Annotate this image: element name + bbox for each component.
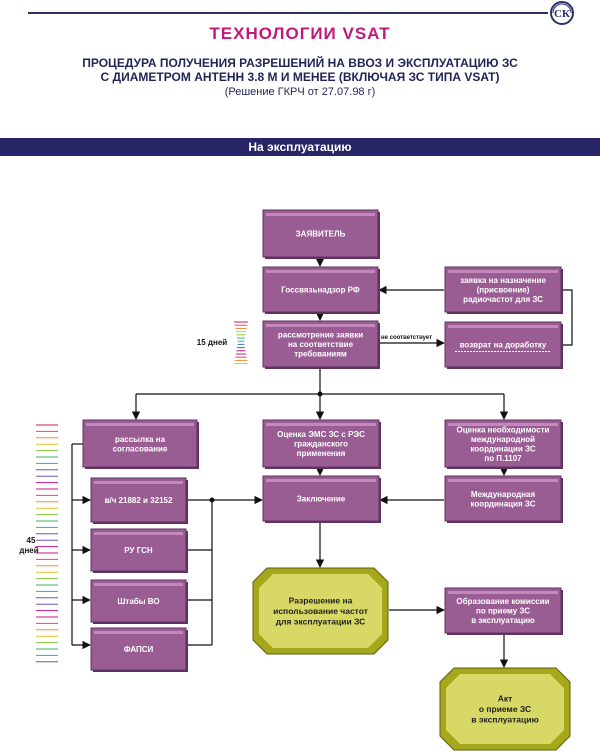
- box-bevel: [448, 325, 558, 328]
- box-label: координация ЗС: [471, 499, 536, 508]
- node-gossvyaznadzor: Госсвязьнадзор РФ: [262, 266, 380, 314]
- sk-logo-icon: СК: [550, 1, 574, 25]
- connectors: [71, 258, 573, 668]
- box-label: рассылка на: [115, 435, 166, 444]
- box-label: Оценка необходимости: [457, 425, 550, 434]
- box-label: международной: [471, 435, 535, 444]
- box-bevel: [266, 324, 375, 327]
- box-label: для эксплуатации ЗС: [276, 617, 366, 627]
- node-ru-gsn: РУ ГСН: [90, 528, 188, 573]
- node-return-for-revision: возврат на доработку: [444, 321, 563, 369]
- terminal-face: [259, 574, 382, 648]
- box-label: ФАПСИ: [124, 645, 154, 654]
- node-frequency-request: заявка на назначение(присвоение)радиочас…: [444, 266, 563, 314]
- terminal-face: [446, 674, 564, 744]
- box-bevel: [94, 583, 183, 586]
- logo-text: СК: [554, 8, 570, 20]
- box-shape: [262, 419, 380, 468]
- node-intl-need: Оценка необходимостимеждународнойкоордин…: [444, 419, 563, 469]
- box-bevel: [448, 423, 558, 426]
- box-label: рассмотрение заявки: [278, 331, 363, 340]
- box-bevel: [448, 270, 558, 273]
- box-label: Образование комиссии: [456, 597, 549, 606]
- box-bevel: [266, 270, 375, 273]
- days45-number: 45: [27, 536, 36, 545]
- box-shape: [262, 320, 379, 368]
- box-label: Штабы ВО: [117, 597, 159, 606]
- box-shape: [444, 587, 562, 634]
- box-label: Разрешение на: [289, 596, 353, 606]
- days45-scale: [36, 424, 58, 663]
- subtitle-line-2: С ДИАМЕТРОМ АНТЕНН 3.8 М И МЕНЕЕ (ВКЛЮЧА…: [100, 70, 500, 84]
- box-shape: [444, 321, 562, 368]
- box-label: на соответствие: [288, 340, 354, 349]
- node-shtaby-vo: Штабы ВО: [90, 579, 188, 624]
- box-shape: [444, 419, 562, 468]
- decision-reference: (Решение ГКРЧ от 27.07.98 г): [224, 86, 376, 98]
- days15-label: 15 дней: [197, 338, 227, 347]
- box-label: заявка на назначение: [460, 276, 546, 285]
- days45-unit: дней: [19, 546, 38, 555]
- box-bevel: [266, 213, 375, 216]
- mismatch-label: не соответствует: [381, 335, 432, 341]
- box-label: в эксплуатацию: [471, 616, 535, 625]
- box-bevel: [448, 479, 558, 482]
- box-shape: [90, 528, 187, 572]
- box-label: ЗАЯВИТЕЛЬ: [296, 230, 346, 239]
- node-conclusion: Заключение: [262, 475, 381, 523]
- box-bevel: [86, 423, 194, 426]
- box-label: о приеме ЗС: [479, 704, 531, 714]
- box-bevel: [94, 481, 183, 484]
- node-fapsi: ФАПСИ: [90, 627, 188, 672]
- box-label: Международная: [471, 490, 536, 499]
- box-label: Оценка ЭМС ЗС с РЭС: [277, 430, 365, 439]
- box-label: по П.1107: [484, 454, 522, 463]
- box-shape: [90, 477, 187, 523]
- box-bevel: [266, 423, 376, 426]
- node-ems-assessment: Оценка ЭМС ЗС с РЭСгражданскогоприменени…: [262, 419, 381, 469]
- box-shape: [444, 266, 562, 313]
- box-label: возврат на доработку: [460, 341, 547, 350]
- box-shape: [82, 419, 198, 468]
- box-label: Акт: [498, 694, 513, 704]
- section-banner: На эксплуатацию: [0, 138, 600, 156]
- node-applicant: ЗАЯВИТЕЛЬ: [262, 209, 380, 259]
- box-shape: [262, 475, 380, 522]
- box-label: (присвоение): [477, 286, 530, 295]
- box-label: согласование: [113, 444, 168, 453]
- box-shape: [262, 266, 379, 313]
- box-label: по приему ЗС: [476, 607, 530, 616]
- box-label: требованиям: [294, 350, 347, 359]
- box-bevel: [94, 532, 183, 535]
- box-label: координации ЗС: [470, 444, 535, 453]
- page-title: ТЕХНОЛОГИИ VSAT: [209, 24, 391, 43]
- box-shape: [262, 209, 379, 258]
- days15-scale: [234, 321, 248, 365]
- box-bevel: [94, 631, 183, 634]
- subtitle-line-1: ПРОЦЕДУРА ПОЛУЧЕНИЯ РАЗРЕШЕНИЙ НА ВВОЗ И…: [82, 56, 518, 70]
- box-shape: [90, 627, 187, 671]
- box-label: РУ ГСН: [124, 546, 153, 555]
- box-shape: [444, 475, 562, 522]
- box-label: в/ч 21882 и 32152: [105, 496, 173, 505]
- box-label: Заключение: [297, 495, 346, 504]
- box-label: применения: [297, 449, 346, 458]
- header-rule: [28, 12, 548, 14]
- box-label: Госсвязьнадзор РФ: [281, 286, 360, 295]
- node-military-units: в/ч 21882 и 32152: [90, 477, 188, 524]
- box-bevel: [266, 479, 376, 482]
- box-label: радиочастот для ЗС: [463, 295, 543, 304]
- box-label: использование частот: [273, 606, 368, 616]
- box-label: в эксплуатацию: [471, 715, 539, 725]
- box-bevel: [448, 591, 558, 594]
- box-shape: [90, 579, 187, 623]
- box-label: гражданского: [294, 440, 348, 449]
